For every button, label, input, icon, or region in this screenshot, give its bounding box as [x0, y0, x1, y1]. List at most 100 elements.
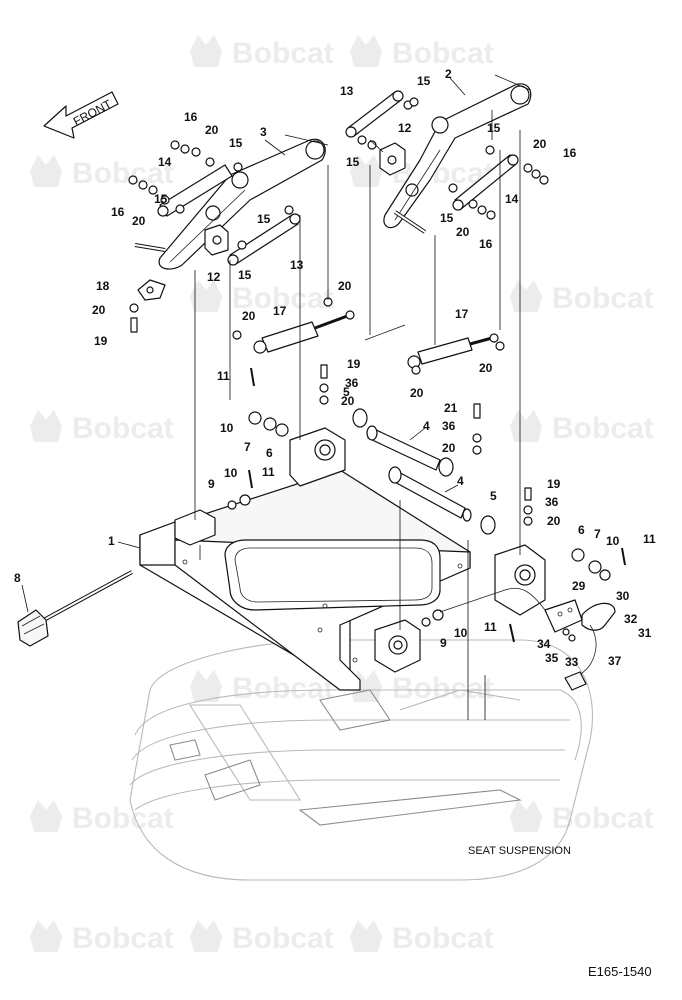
bobcat-logo-icon — [350, 920, 382, 952]
front-arrow-label: FRONT — [71, 97, 115, 129]
watermark-brand-text: Bobcat — [72, 157, 174, 190]
watermark-brand-text: Bobcat — [232, 37, 334, 70]
gas-spring-left — [253, 310, 355, 354]
callout-17: 17 — [455, 307, 469, 321]
callout-18: 18 — [96, 279, 110, 293]
bobcat-logo-icon — [510, 800, 542, 832]
callout-16: 16 — [563, 146, 577, 160]
callout-6: 6 — [266, 446, 273, 460]
callout-15: 15 — [154, 192, 168, 206]
callout-16: 16 — [479, 237, 493, 251]
callout-6: 6 — [578, 523, 585, 537]
callout-30: 30 — [616, 589, 630, 603]
bobcat-logo-icon — [510, 280, 542, 312]
callout-20: 20 — [410, 386, 424, 400]
right-link-rods — [345, 90, 519, 234]
callout-19: 19 — [347, 357, 361, 371]
callout-20: 20 — [92, 303, 106, 317]
callout-16: 16 — [184, 110, 198, 124]
bobcat-watermark: Bobcat — [30, 155, 174, 190]
callout-7: 7 — [244, 440, 251, 454]
callout-34: 34 — [537, 637, 551, 651]
pivot-pin-upper — [366, 425, 454, 477]
assembly-guide-lines — [194, 74, 531, 720]
callout-33: 33 — [565, 655, 579, 669]
gas-spring-right — [407, 333, 499, 369]
watermark-brand-text: Bobcat — [552, 802, 654, 835]
watermark-brand-text: Bobcat — [72, 922, 174, 955]
bobcat-watermark: Bobcat — [510, 800, 654, 835]
bobcat-logo-icon — [350, 35, 382, 67]
watermark-brand-text: Bobcat — [72, 802, 174, 835]
callout-3: 3 — [260, 125, 267, 139]
callout-8: 8 — [14, 571, 21, 585]
bobcat-logo-icon — [30, 410, 62, 442]
callout-20: 20 — [132, 214, 146, 228]
bobcat-logo-icon — [190, 35, 222, 67]
callout-7: 7 — [594, 527, 601, 541]
bobcat-logo-icon — [30, 155, 62, 187]
callout-13: 13 — [290, 258, 304, 272]
bobcat-watermark: Bobcat — [350, 920, 494, 955]
callout-5: 5 — [490, 489, 497, 503]
callout-1: 1 — [108, 534, 115, 548]
front-direction-arrow: FRONT — [43, 91, 119, 139]
callout-15: 15 — [417, 74, 431, 88]
callout-11: 11 — [262, 465, 275, 479]
callout-21: 21 — [444, 401, 458, 415]
callout-20: 20 — [242, 309, 256, 323]
callout-20: 20 — [456, 225, 470, 239]
callout-11: 11 — [643, 532, 656, 546]
bobcat-logo-icon — [510, 410, 542, 442]
bobcat-logo-icon — [350, 155, 382, 187]
callout-19: 19 — [94, 334, 108, 348]
frame-pivot-bracket-rear — [174, 427, 346, 546]
callout-15: 15 — [440, 211, 454, 225]
document-id: E165-1540 — [588, 964, 652, 979]
callout-4: 4 — [457, 474, 464, 488]
watermark-brand-text: Bobcat — [232, 672, 334, 705]
callout-10: 10 — [606, 534, 620, 548]
base-frame — [139, 469, 471, 691]
watermark-brand-text: Bobcat — [552, 282, 654, 315]
callout-9: 9 — [208, 477, 215, 491]
callout-15: 15 — [487, 121, 501, 135]
callout-36: 36 — [442, 419, 456, 433]
callout-2: 2 — [445, 67, 452, 81]
bobcat-logo-icon — [190, 670, 222, 702]
watermark-brand-text: Bobcat — [232, 922, 334, 955]
callout-14: 14 — [158, 155, 172, 169]
callout-32: 32 — [624, 612, 638, 626]
callout-leaders — [21, 77, 466, 613]
callout-10: 10 — [220, 421, 234, 435]
hardware-parts — [128, 97, 626, 643]
callout-5: 5 — [343, 385, 350, 399]
watermark-brand-text: Bobcat — [392, 672, 494, 705]
watermark-brand-text: Bobcat — [552, 412, 654, 445]
callout-36: 36 — [345, 376, 359, 390]
adjuster-knob-rod — [17, 570, 133, 647]
bobcat-watermark: Bobcat — [30, 920, 174, 955]
bobcat-watermark: Bobcat — [190, 35, 334, 70]
watermark-brand-text: Bobcat — [232, 282, 334, 315]
bobcat-watermark: Bobcat — [350, 670, 494, 705]
bobcat-logo-icon — [190, 280, 222, 312]
callout-9: 9 — [440, 636, 447, 650]
callout-20: 20 — [533, 137, 547, 151]
watermark-brand-text: Bobcat — [72, 412, 174, 445]
frame-pivot-bracket-front — [374, 619, 421, 673]
bobcat-watermark: Bobcat — [510, 280, 654, 315]
bobcat-watermark: Bobcat — [190, 280, 334, 315]
callout-15: 15 — [257, 212, 271, 226]
callout-20: 20 — [205, 123, 219, 137]
callout-37: 37 — [608, 654, 622, 668]
callout-20: 20 — [479, 361, 493, 375]
bobcat-watermark: Bobcat — [350, 35, 494, 70]
pivot-pin-lower — [388, 466, 472, 522]
right-mount-block — [379, 142, 406, 176]
callout-15: 15 — [346, 155, 360, 169]
callout-20: 20 — [442, 441, 456, 455]
bobcat-logo-icon — [190, 920, 222, 952]
callout-19: 19 — [547, 477, 561, 491]
